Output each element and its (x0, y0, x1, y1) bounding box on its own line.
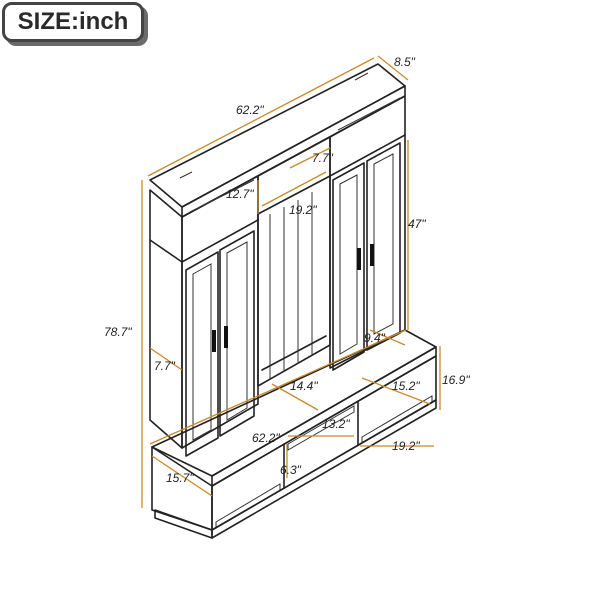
label-cabinet-height: 47" (408, 217, 426, 231)
dim-line-bench-width (149, 329, 407, 445)
label-bench-width: 62.2" (252, 431, 280, 445)
label-right-cubby-depth: 15.2" (392, 379, 420, 393)
left-door-handle-1 (212, 330, 216, 352)
left-door-inner (219, 230, 255, 437)
right-door-inner (332, 162, 365, 371)
middle-cubby-shelf (287, 405, 355, 451)
dim-line-right-cubby-depth (361, 377, 431, 405)
top-board-front (181, 85, 406, 218)
hall-tree-illustration (149, 63, 437, 539)
label-depth-top: 8.5" (394, 55, 416, 69)
left-door-outer (185, 251, 219, 457)
label-upper-shelf-height: 12.7" (226, 187, 254, 201)
base-plinth-front (211, 399, 437, 539)
left-shelf-divider (181, 219, 259, 263)
left-door-handle-2 (224, 326, 228, 348)
left-door-outer-panel (192, 263, 212, 441)
dim-line-width-top (147, 57, 375, 177)
upper-niche-shelf (257, 175, 331, 215)
dim-line-cabinet-depth (369, 329, 406, 346)
right-door-inner-panel (339, 174, 358, 355)
label-bench-depth: 15.7" (166, 471, 194, 485)
bench-side (151, 446, 213, 531)
top-slot-right (354, 72, 369, 81)
dimension-labels: 8.5" 62.2" 7.7" 12.7" 19.2" 47" 78.7" 7.… (104, 55, 470, 485)
size-badge: SIZE:inch (2, 2, 148, 46)
top-slot-left (179, 171, 193, 179)
dim-line-depth-top (377, 55, 409, 81)
label-middle-cubby-height: 6.3" (280, 463, 302, 477)
label-width-top: 62.2" (236, 103, 264, 117)
label-niche-width: 7.7" (312, 151, 334, 165)
dim-line-coat-area (271, 383, 319, 411)
bench-top (151, 329, 437, 477)
dim-line-niche-width (289, 147, 331, 169)
size-badge-text: SIZE:inch (17, 8, 129, 35)
left-door-inner-panel (226, 241, 248, 421)
dim-line-bench-depth (151, 455, 213, 497)
label-top-shelf-width: 19.2" (289, 203, 317, 217)
right-shelf-divider (329, 134, 406, 177)
left-tower-side (149, 189, 183, 449)
right-door-outer-panel (373, 153, 394, 335)
left-shelf-back (189, 179, 255, 213)
right-shelf-back (337, 97, 401, 131)
coat-rail (261, 335, 327, 371)
right-door-handle-2 (370, 244, 374, 266)
label-side-depth: 7.7" (154, 359, 176, 373)
label-right-cubby-width: 19.2" (392, 439, 420, 453)
label-total-height: 78.7" (104, 325, 132, 339)
label-cabinet-depth: 9.4" (364, 331, 386, 345)
label-middle-cubby-width: 13.2" (322, 417, 350, 431)
size-badge-frame: SIZE:inch (2, 2, 144, 42)
label-coat-area-width: 14.4" (290, 379, 318, 393)
coat-area-back (257, 136, 331, 387)
dim-line-side-depth (149, 347, 183, 371)
right-door-handle-1 (357, 248, 361, 270)
dimension-lines (141, 55, 441, 508)
label-bench-height: 16.9" (442, 373, 470, 387)
left-side-joint (149, 239, 183, 263)
dim-line-top-shelf (261, 171, 327, 207)
